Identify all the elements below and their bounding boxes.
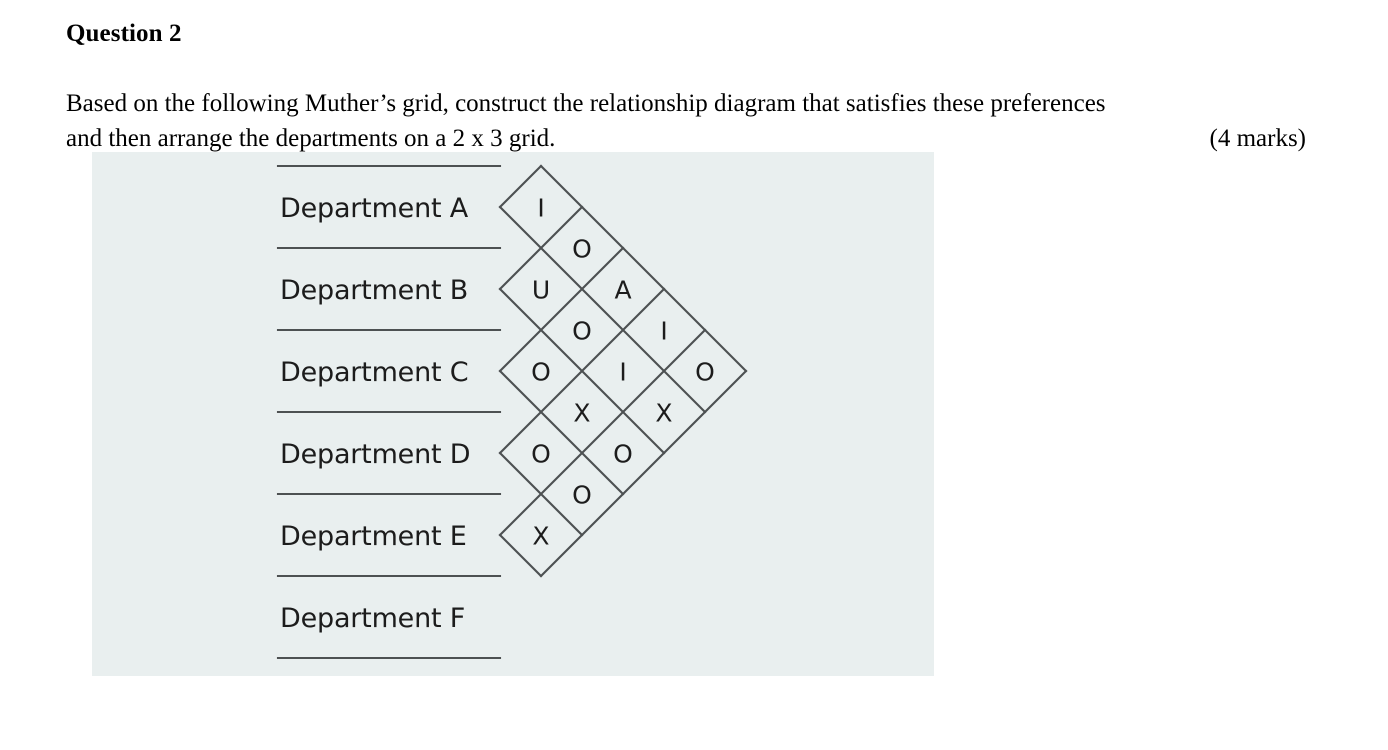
diamond-edge xyxy=(539,533,584,578)
relationship-code-a-b: I xyxy=(537,194,544,223)
relationship-code-d-e: O xyxy=(531,440,551,469)
diamond-edge xyxy=(662,287,707,332)
muthers-grid-diagram: Department A Department B Department C Depa… xyxy=(276,164,748,660)
diamond-edge xyxy=(662,369,707,414)
diamond-edge xyxy=(498,410,543,455)
question-text: Based on the following Muther’s grid, co… xyxy=(66,86,1306,156)
department-label-a: Department A xyxy=(280,193,469,224)
diamond-edge xyxy=(621,410,666,455)
diamond-edge xyxy=(539,492,584,537)
diamond-edge xyxy=(498,205,543,250)
figure-background xyxy=(92,152,934,676)
diamond-edge xyxy=(621,451,666,496)
relationship-code-c-d: O xyxy=(531,358,551,387)
diamond-edge xyxy=(703,369,748,414)
diamond-edge xyxy=(498,492,543,537)
relationship-code-b-f: X xyxy=(655,399,672,428)
diamond-edge xyxy=(539,205,584,250)
diamond-edge xyxy=(580,369,625,414)
relationship-code-b-e: I xyxy=(619,358,626,387)
question-text-line-2-content: and then arrange the departments on a 2 … xyxy=(66,125,556,152)
diamond-edge xyxy=(580,328,625,373)
page-title: Question 2 xyxy=(66,20,182,47)
department-label-f: Department F xyxy=(280,603,465,634)
relationship-code-a-d: A xyxy=(614,276,631,305)
diamond-edge xyxy=(580,410,625,455)
diamond-edge xyxy=(580,205,625,250)
relationship-code-c-e: X xyxy=(573,399,590,428)
department-label-e: Department E xyxy=(280,521,467,552)
department-label-d: Department D xyxy=(280,439,470,470)
relationship-code-a-e: I xyxy=(660,317,667,346)
diamond-edge xyxy=(662,410,707,455)
diamond-edge xyxy=(621,287,666,332)
diamond-edge xyxy=(621,328,666,373)
question-text-line-1-content: Based on the following Muther’s grid, co… xyxy=(66,90,1106,117)
muthers-grid-figure: Department A Department B Department C Depa… xyxy=(92,152,934,676)
relationship-code-d-f: O xyxy=(572,481,592,510)
diamond-edge xyxy=(621,246,666,291)
relationship-code-e-f: X xyxy=(532,522,549,551)
diamond-edge xyxy=(539,287,584,332)
marks-label: (4 marks) xyxy=(1209,125,1307,152)
diamond-edge xyxy=(498,164,543,209)
diamond-edge xyxy=(539,410,584,455)
diamond-edge xyxy=(498,369,543,414)
diamond-edge xyxy=(539,451,584,496)
diamond-edge xyxy=(498,246,543,291)
diamond-edge xyxy=(621,369,666,414)
diamond-edge xyxy=(539,369,584,414)
diamond-grid-lines xyxy=(498,164,748,578)
question-text-line-2: and then arrange the departments on a 2 … xyxy=(66,121,1306,156)
department-label-b: Department B xyxy=(280,275,468,306)
diamond-edge xyxy=(498,451,543,496)
diamond-edge xyxy=(580,246,625,291)
diamond-edge xyxy=(539,246,584,291)
diamond-edge xyxy=(539,164,584,209)
diamond-edge xyxy=(498,533,543,578)
relationship-code-b-d: O xyxy=(572,317,592,346)
diamond-edge xyxy=(498,328,543,373)
relationship-code-b-c: U xyxy=(532,276,550,305)
relationship-code-a-f: O xyxy=(695,358,715,387)
diamond-edge xyxy=(662,328,707,373)
relationship-code-c-f: O xyxy=(613,440,633,469)
diamond-edge xyxy=(580,451,625,496)
relationship-code-a-c: O xyxy=(572,235,592,264)
diamond-edge xyxy=(498,287,543,332)
diamond-edge xyxy=(703,328,748,373)
department-label-c: Department C xyxy=(280,357,468,388)
department-labels: Department A Department B Department C Depa… xyxy=(280,193,471,634)
department-rule-lines xyxy=(276,164,502,660)
question-text-line-1: Based on the following Muther’s grid, co… xyxy=(66,86,1306,121)
diamond-edge xyxy=(580,492,625,537)
diamond-edge xyxy=(539,328,584,373)
diamond-edge xyxy=(580,287,625,332)
